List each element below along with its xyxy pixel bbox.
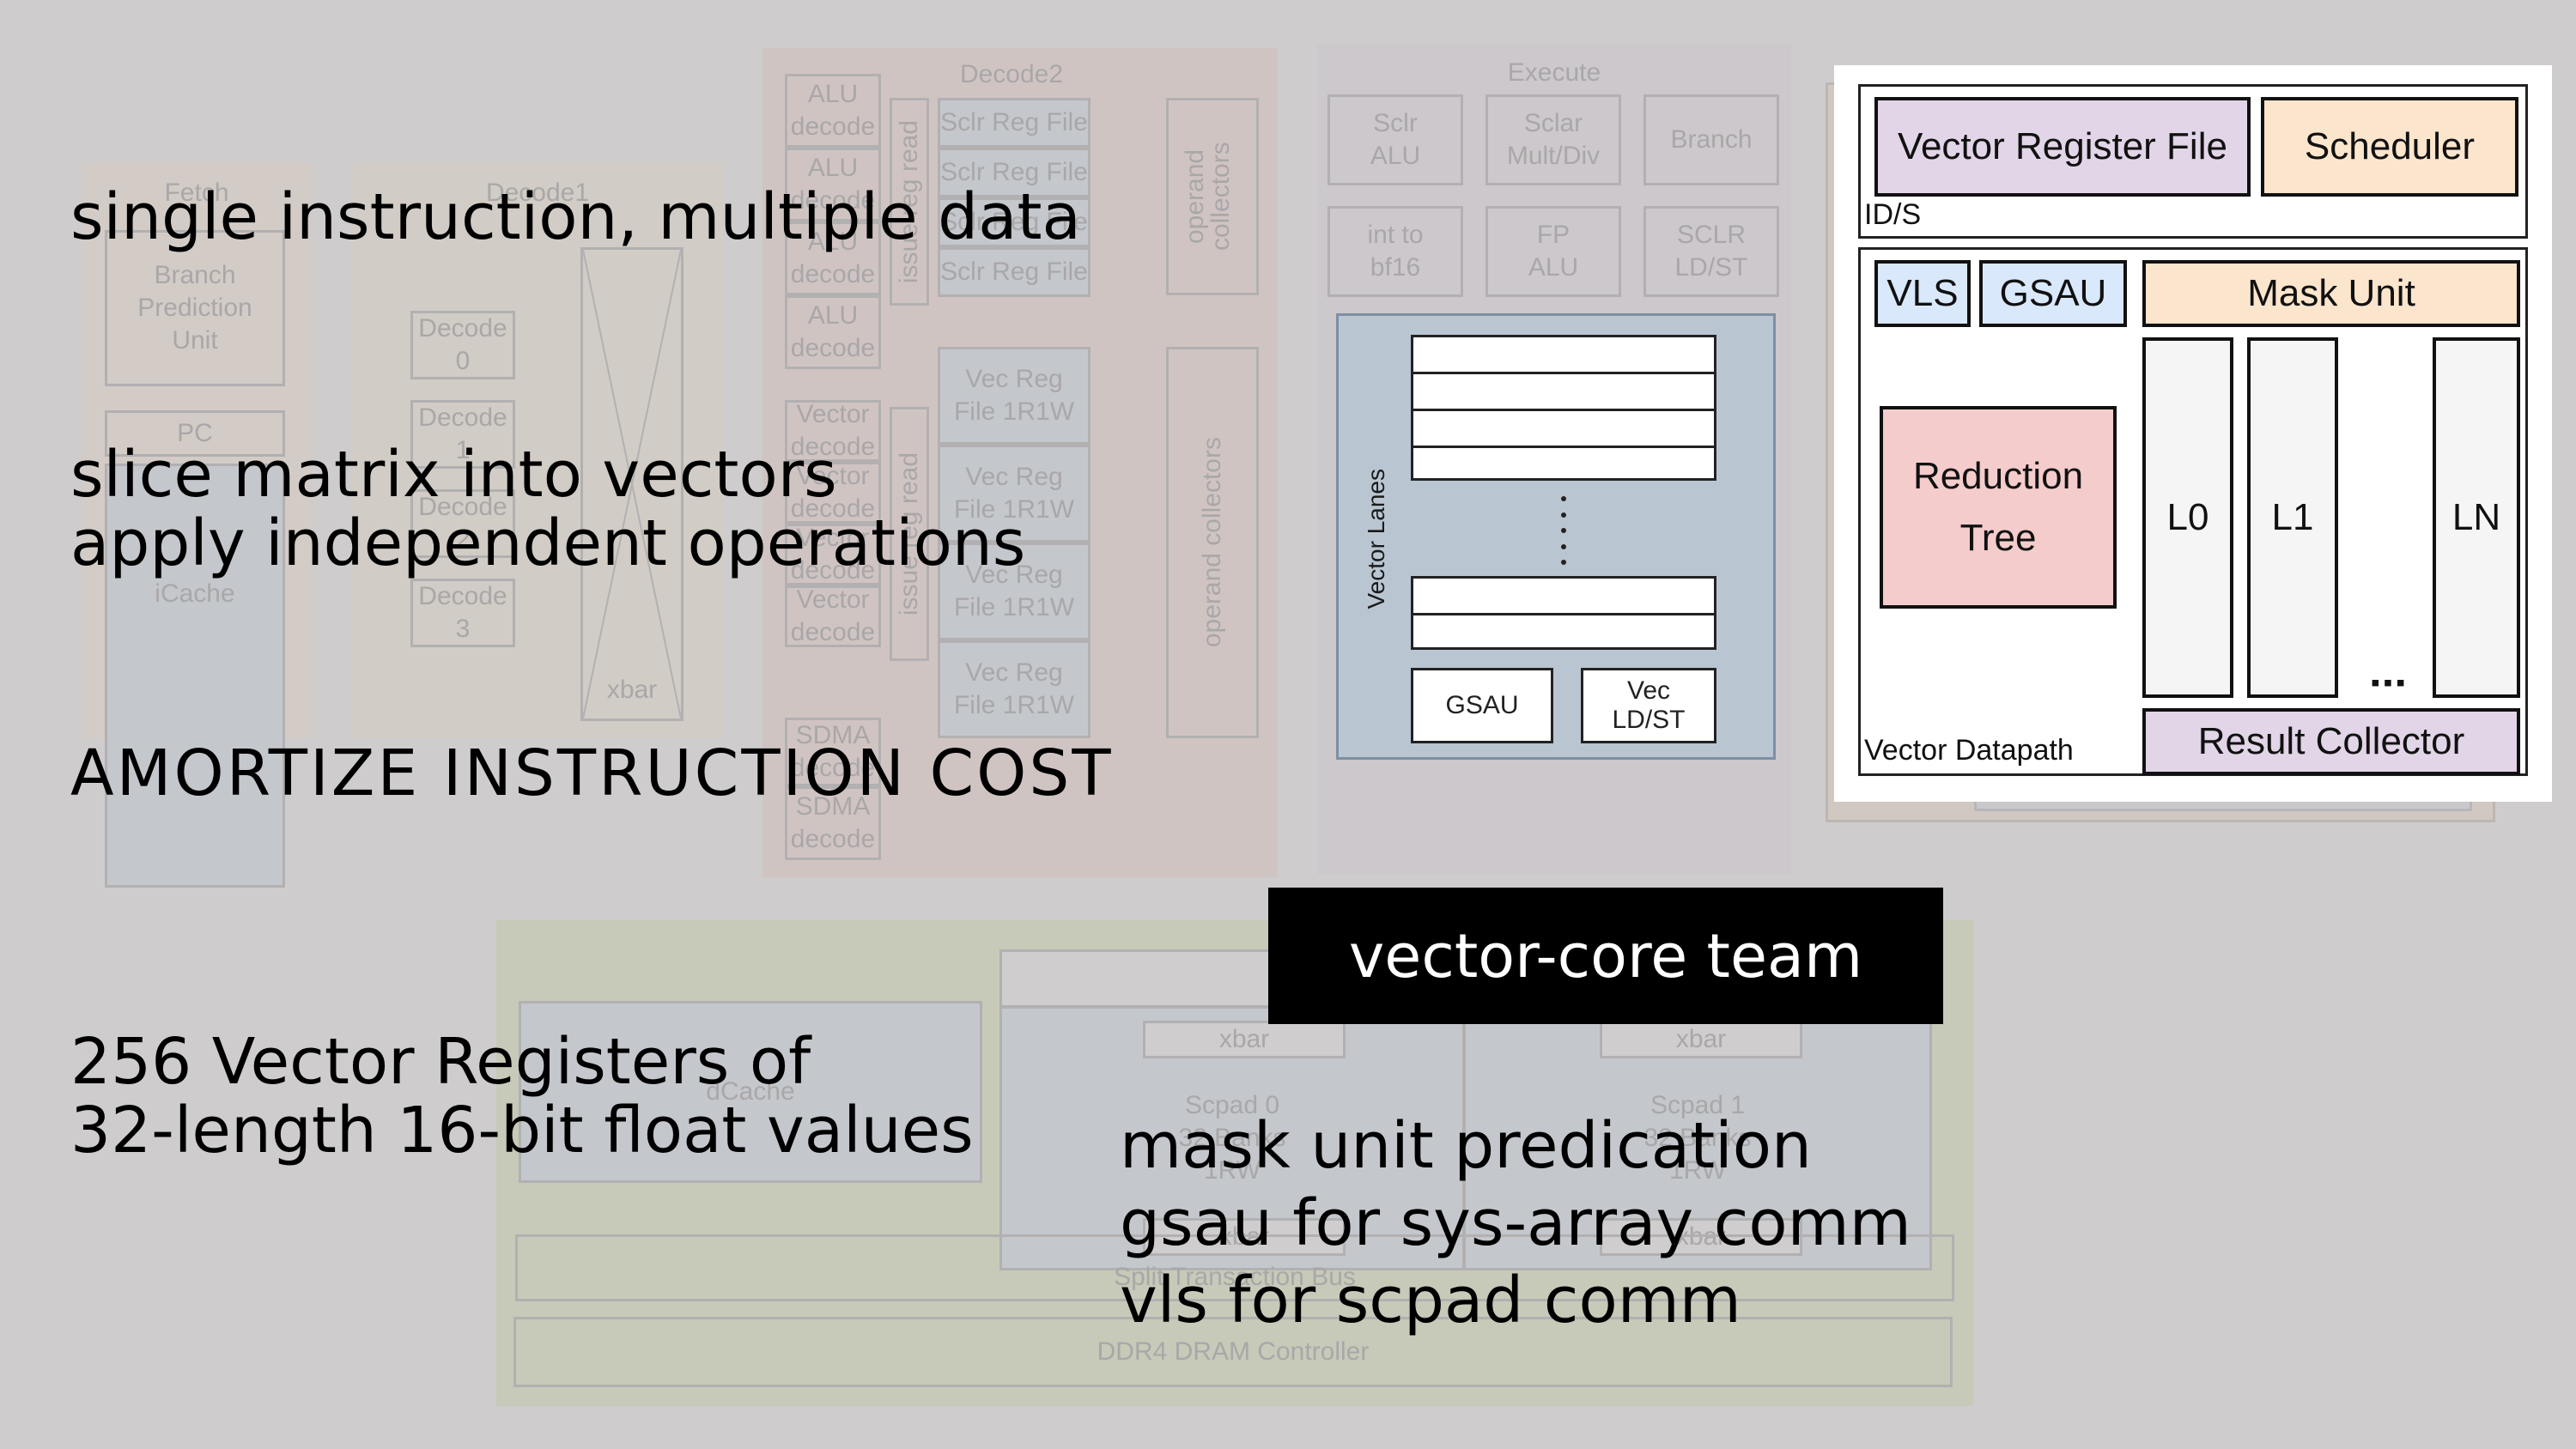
scheduler-block: Scheduler xyxy=(2261,97,2518,197)
datapath-label: Vector Datapath xyxy=(1864,734,2074,767)
lane-divider xyxy=(1413,613,1714,615)
split-transaction-bus: Split Transaction Bus xyxy=(515,1234,1954,1301)
sdma-decode-1: SDMA decode xyxy=(785,786,881,860)
lane-divider xyxy=(1413,409,1714,411)
alu-decode-1: ALU decode xyxy=(785,148,881,221)
result-collector-block: Result Collector xyxy=(2142,708,2520,775)
gsau-inset-block: GSAU xyxy=(1979,260,2127,327)
decode2-title: Decode2 xyxy=(959,60,1064,88)
scpad-1-xbar-bottom: xbar xyxy=(1600,1218,1802,1256)
vec-reg-file-3: Vec Reg File 1R1W xyxy=(938,640,1091,738)
lane-ln: LN xyxy=(2433,337,2520,698)
point-independent-ops: apply independent operations xyxy=(70,506,1026,580)
point-slice-matrix: slice matrix into vectors xyxy=(70,438,837,512)
scpad-0-ports: 1RW xyxy=(1203,1156,1261,1185)
vec-reg-file-1: Vec Reg File 1R1W xyxy=(938,445,1091,543)
decode2-stage: Decode2 ALU decode ALU decode ALU decode… xyxy=(762,48,1278,877)
vector-lanes-panel: Vector Lanes GSAU Vec LD/ST xyxy=(1336,313,1776,760)
execute-stage: Execute Sclr ALU Sclar Mult/Div Branch i… xyxy=(1317,45,1791,874)
gsau-block: GSAU xyxy=(1411,668,1553,743)
alu-decode-0: ALU decode xyxy=(785,74,881,148)
team-banner: vector-core team xyxy=(1268,888,1943,1024)
scpad-1-name: Scpad 1 xyxy=(1649,1091,1746,1119)
sdma-decode-0: SDMA decode xyxy=(785,718,881,786)
lane-l0: L0 xyxy=(2142,337,2233,698)
decode1-stage: Decode1 Decode 0 Decode 1 Decode 2 Decod… xyxy=(352,163,723,738)
lane-ellipsis-icon xyxy=(1557,496,1571,565)
sclr-reg-file-0: Sclr Reg File xyxy=(938,98,1091,148)
vector-core-inset: Vector Register File Scheduler ID/S VLS … xyxy=(1834,65,2552,802)
sclr-reg-file-2: Sclr Reg File xyxy=(938,197,1091,247)
note-mask-unit: mask unit predication xyxy=(1120,1109,1812,1183)
sclr-reg-file-3: Sclr Reg File xyxy=(938,247,1091,297)
sclr-reg-file-1: Sclr Reg File xyxy=(938,148,1091,197)
datapath-box: VLS GSAU Mask Unit Reduction Tree L0 L1 … xyxy=(1858,247,2528,776)
icache-block: iCache xyxy=(105,464,285,888)
vector-decode-3: Vector decode xyxy=(785,585,881,647)
vector-decode-2: Vector decode xyxy=(785,524,881,585)
exec-unit-int-to-bf16: int to bf16 xyxy=(1327,206,1463,297)
team-banner-label: vector-core team xyxy=(1348,920,1863,991)
exec-unit-branch: Branch xyxy=(1643,94,1779,185)
decode1-xbar: xbar xyxy=(580,247,683,721)
decode1-title: Decode1 xyxy=(485,179,590,207)
decoder-3: Decode 3 xyxy=(410,579,515,647)
fetch-title: Fetch xyxy=(164,179,229,207)
exec-unit-sclr-ldst: SCLR LD/ST xyxy=(1643,206,1779,297)
ids-box: Vector Register File Scheduler ID/S xyxy=(1858,84,2528,239)
scpad-0-name: Scpad 0 xyxy=(1184,1091,1280,1119)
point-register-format: 32-length 16-bit float values xyxy=(70,1094,974,1167)
operand-collectors-vector: operand collectors xyxy=(1166,347,1259,738)
exec-unit-sclar-multdiv: Sclar Mult/Div xyxy=(1485,94,1621,185)
operand-collectors-scalar: operand collectors xyxy=(1166,98,1259,295)
mask-unit-block: Mask Unit xyxy=(2142,260,2520,327)
ddr4-dram-controller: DDR4 DRAM Controller xyxy=(513,1317,1953,1387)
dcache-block: dCache xyxy=(519,1001,982,1183)
vector-lane-group-top xyxy=(1411,335,1716,481)
vec-reg-file-0: Vec Reg File 1R1W xyxy=(938,347,1091,445)
vector-register-file-block: Vector Register File xyxy=(1874,97,2251,197)
vector-decode-1: Vector decode xyxy=(785,462,881,524)
vls-block: VLS xyxy=(1874,260,1971,327)
xbar-label: xbar xyxy=(606,676,658,704)
headline-amortize: AMORTIZE INSTRUCTION COST xyxy=(70,737,1114,810)
decoder-2: Decode 2 xyxy=(410,489,515,558)
lane-divider xyxy=(1413,372,1714,374)
scpad-1-xbar-top: xbar xyxy=(1600,1021,1802,1058)
fetch-stage: Fetch Branch Prediction Unit PC iCache xyxy=(82,163,311,888)
lane-l1: L1 xyxy=(2247,337,2338,698)
scpad-1-banks: 32 Banks xyxy=(1643,1124,1752,1152)
issue-reg-read-scalar: issue reg read xyxy=(890,98,929,306)
alu-decode-2: ALU decode xyxy=(785,221,881,295)
exec-unit-fp-alu: FP ALU xyxy=(1485,206,1621,297)
xbar-cross-icon xyxy=(583,250,681,718)
scpad-0-banks: 32 Banks xyxy=(1178,1124,1286,1152)
issue-reg-read-vector: issue reg read xyxy=(890,407,929,661)
point-vector-registers: 256 Vector Registers of xyxy=(70,1025,811,1099)
note-vls: vls for scpad comm xyxy=(1120,1264,1741,1337)
pc-block: PC xyxy=(105,410,285,457)
scpad-1-ports: 1RW xyxy=(1668,1156,1727,1185)
vector-decode-0: Vector decode xyxy=(785,400,881,462)
reduction-tree-block: Reduction Tree xyxy=(1880,406,2117,609)
scpad-0: xbar Scpad 0 32 Banks 1RW xbar xyxy=(999,1006,1465,1270)
headline-simd: single instruction, multiple data xyxy=(70,180,1081,254)
lane-divider xyxy=(1413,446,1714,448)
note-gsau: gsau for sys-array comm xyxy=(1120,1186,1911,1260)
vector-lane-group-bottom xyxy=(1411,576,1716,650)
scpad-0-xbar-top: xbar xyxy=(1143,1021,1346,1058)
vec-reg-file-2: Vec Reg File 1R1W xyxy=(938,543,1091,640)
vector-lanes-label: Vector Lanes xyxy=(1363,469,1389,609)
decoder-0: Decode 0 xyxy=(410,311,515,379)
vec-ldst-block: Vec LD/ST xyxy=(1581,668,1716,743)
execute-title: Execute xyxy=(1507,58,1601,87)
lane-ellipsis: ▪▪▪ xyxy=(2371,669,2409,697)
ids-label: ID/S xyxy=(1864,198,1922,231)
decoder-1: Decode 1 xyxy=(410,400,515,469)
alu-decode-3: ALU decode xyxy=(785,295,881,369)
exec-unit-sclr-alu: Sclr ALU xyxy=(1327,94,1463,185)
branch-prediction-unit: Branch Prediction Unit xyxy=(105,230,285,386)
